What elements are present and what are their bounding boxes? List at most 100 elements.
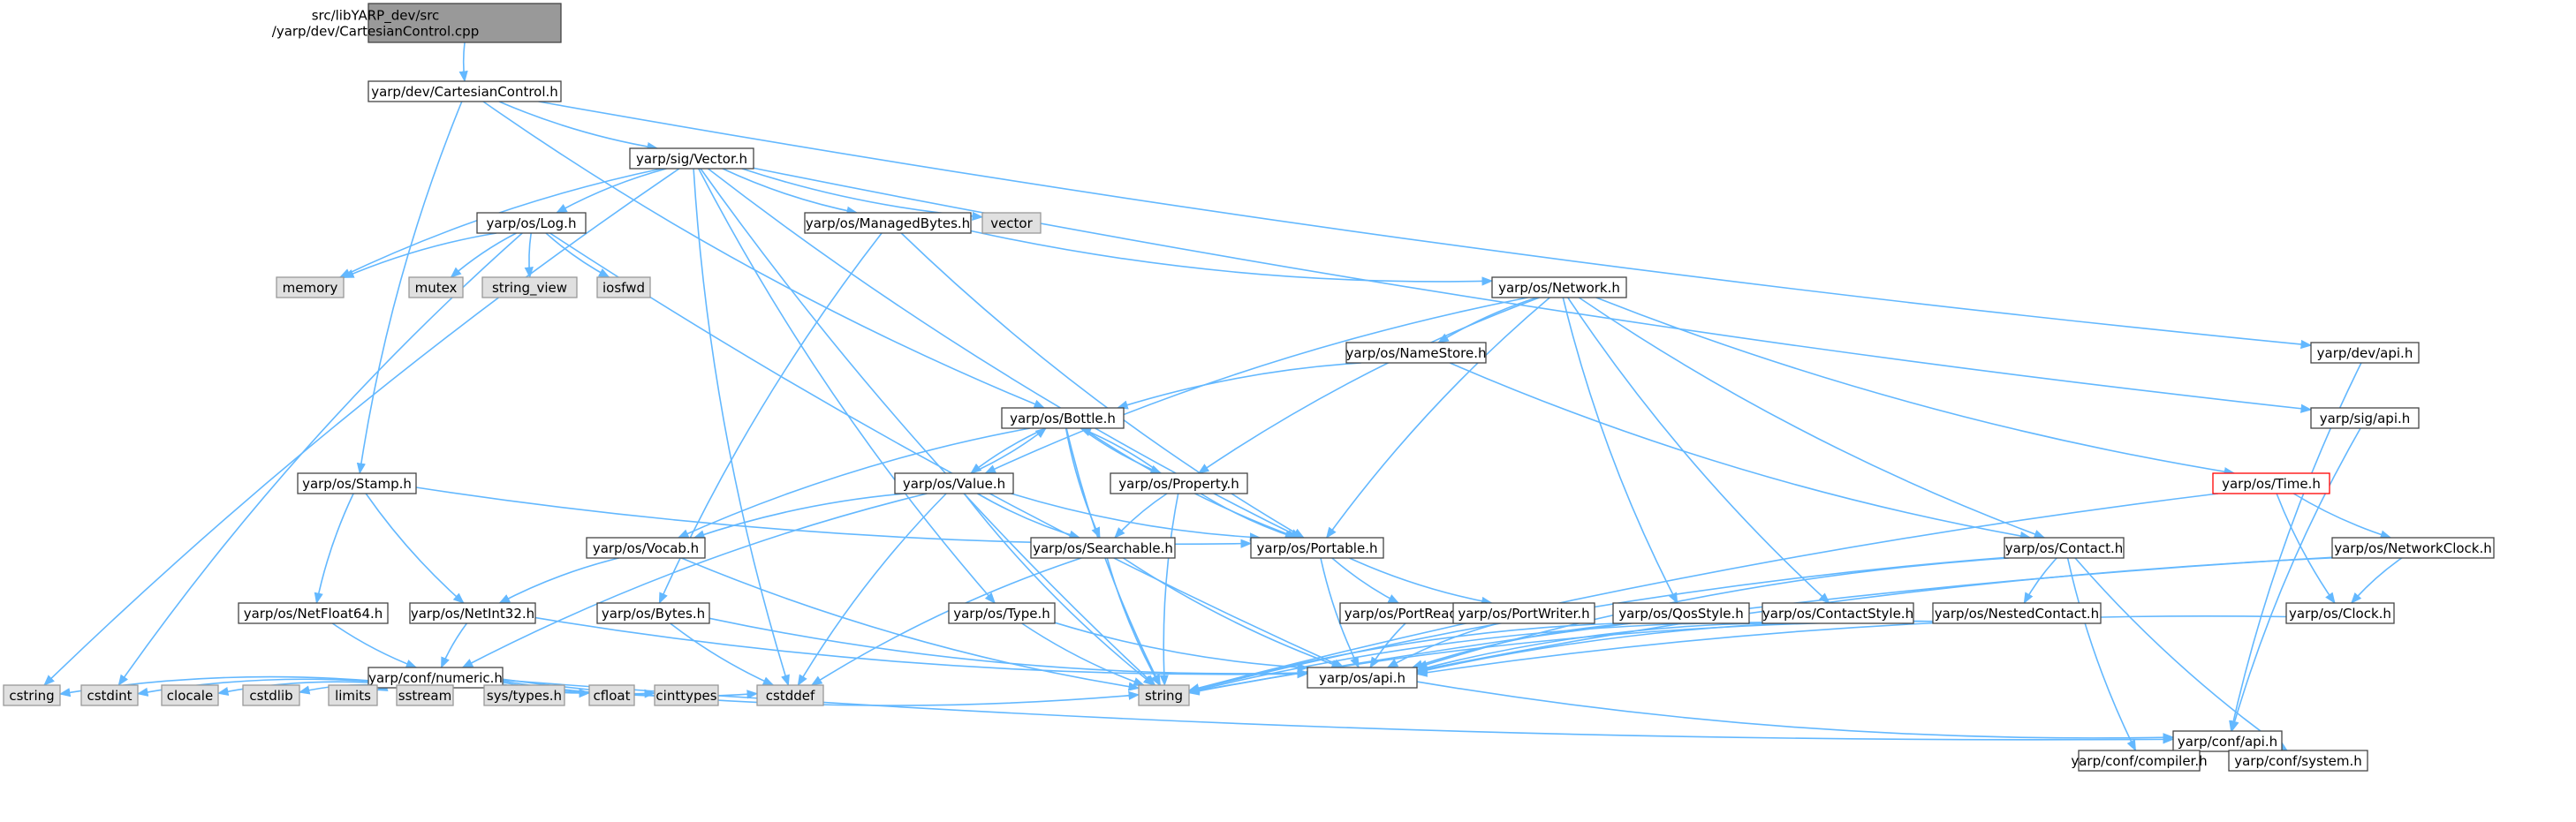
node-log_h[interactable]: yarp/os/Log.h <box>476 212 587 234</box>
node-label: yarp/dev/api.h <box>2317 345 2413 361</box>
node-cstddef[interactable]: cstddef <box>756 684 824 706</box>
node-box <box>1762 602 1914 624</box>
node-searchable[interactable]: yarp/os/Searchable.h <box>1030 537 1176 559</box>
node-box <box>2212 472 2330 494</box>
node-box <box>408 276 464 298</box>
edge-network-to-qosstyle <box>1562 297 1678 605</box>
node-networkclock[interactable]: yarp/os/NetworkClock.h <box>2331 537 2495 559</box>
node-label: yarp/os/PortReader.h <box>1345 606 1483 622</box>
node-label: yarp/os/Portable.h <box>1257 540 1378 556</box>
edge-networkclock-to-string <box>1187 556 2333 696</box>
node-box <box>1001 407 1125 429</box>
edge-log_h-to-memory <box>342 232 497 279</box>
node-box <box>1491 276 1627 298</box>
node-qosstyle[interactable]: yarp/os/QosStyle.h <box>1612 602 1750 624</box>
node-vector_h[interactable]: yarp/sig/Vector.h <box>629 147 754 170</box>
node-box <box>367 3 562 43</box>
node-stamp[interactable]: yarp/os/Stamp.h <box>297 472 417 494</box>
edge-property-to-searchable <box>1114 493 1168 539</box>
node-label: yarp/os/api.h <box>1319 670 1405 686</box>
node-box <box>2310 407 2420 429</box>
node-cfloat[interactable]: cfloat <box>588 684 635 706</box>
node-property[interactable]: yarp/os/Property.h <box>1110 472 1248 494</box>
node-sstream[interactable]: sstream <box>396 684 454 706</box>
node-conf_api[interactable]: yarp/conf/api.h <box>2172 730 2283 752</box>
node-bottle[interactable]: yarp/os/Bottle.h <box>1001 407 1125 429</box>
node-cstring[interactable]: cstring <box>3 684 61 706</box>
node-namestore[interactable]: yarp/os/NameStore.h <box>1345 342 1487 364</box>
node-contact[interactable]: yarp/os/Contact.h <box>2004 537 2125 559</box>
node-type[interactable]: yarp/os/Type.h <box>948 602 1056 624</box>
edges-layer <box>43 41 2403 758</box>
node-cstdint[interactable]: cstdint <box>80 684 139 706</box>
node-box <box>409 602 536 624</box>
edge-vector_h-to-cstddef <box>693 168 790 687</box>
node-time[interactable]: yarp/os/Time.h <box>2212 472 2330 494</box>
node-system[interactable]: yarp/conf/system.h <box>2228 750 2368 772</box>
node-vocab[interactable]: yarp/os/Vocab.h <box>586 537 706 559</box>
node-numeric[interactable]: yarp/conf/numeric.h <box>367 667 504 689</box>
node-box <box>328 684 378 706</box>
node-dev_api[interactable]: yarp/dev/api.h <box>2310 342 2420 364</box>
node-box <box>2285 602 2395 624</box>
node-netint32[interactable]: yarp/os/NetInt32.h <box>409 602 536 624</box>
node-systypes[interactable]: sys/types.h <box>483 684 565 706</box>
node-box <box>948 602 1056 624</box>
edge-bottle-to-searchable <box>1064 427 1101 539</box>
node-cstdlib[interactable]: cstdlib <box>242 684 300 706</box>
node-box <box>981 212 1042 234</box>
edge-netfloat64-to-numeric <box>331 622 418 668</box>
node-string_view[interactable]: string_view <box>481 276 578 298</box>
node-label: yarp/os/QosStyle.h <box>1618 606 1744 622</box>
node-box <box>2228 750 2368 772</box>
edge-sig_api-to-conf_api <box>2230 427 2361 733</box>
node-managedbytes[interactable]: yarp/os/ManagedBytes.h <box>804 212 972 234</box>
node-portwriter[interactable]: yarp/os/PortWriter.h <box>1452 602 1595 624</box>
node-label: yarp/conf/api.h <box>2178 734 2277 750</box>
node-cinttypes[interactable]: cinttypes <box>654 684 719 706</box>
edge-network-to-property <box>1197 297 1540 474</box>
node-limits[interactable]: limits <box>328 684 378 706</box>
node-label: src/libYARP_dev/src <box>312 8 440 25</box>
node-iosfwd[interactable]: iosfwd <box>596 276 651 298</box>
node-os_api[interactable]: yarp/os/api.h <box>1307 667 1418 689</box>
node-label: yarp/os/Property.h <box>1118 476 1239 492</box>
node-memory[interactable]: memory <box>276 276 345 298</box>
node-clocale[interactable]: clocale <box>161 684 219 706</box>
node-netfloat64[interactable]: yarp/os/NetFloat64.h <box>238 602 389 624</box>
node-box <box>2172 730 2283 752</box>
node-box <box>3 684 61 706</box>
node-sig_api[interactable]: yarp/sig/api.h <box>2310 407 2420 429</box>
edge-vector_h-to-type <box>698 168 996 604</box>
node-box <box>238 602 389 624</box>
node-label: cstddef <box>766 688 815 704</box>
node-network[interactable]: yarp/os/Network.h <box>1491 276 1627 298</box>
node-cartesian[interactable]: yarp/dev/CartesianControl.h <box>367 80 562 102</box>
node-label: sstream <box>398 688 451 704</box>
node-portable[interactable]: yarp/os/Portable.h <box>1250 537 1384 559</box>
edge-contactstyle-to-string <box>1187 622 1763 695</box>
node-vector[interactable]: vector <box>981 212 1042 234</box>
node-label: yarp/os/Vocab.h <box>593 540 699 556</box>
edge-property-to-portable <box>1200 493 1297 539</box>
node-string[interactable]: string <box>1138 684 1190 706</box>
node-box <box>297 472 417 494</box>
edge-value-to-numeric <box>461 493 928 668</box>
node-mutex[interactable]: mutex <box>408 276 464 298</box>
edge-cartesian-to-dev_api <box>538 101 2313 350</box>
node-nestedcontact[interactable]: yarp/os/NestedContact.h <box>1932 602 2102 624</box>
node-label: cstdlib <box>249 688 292 704</box>
node-value[interactable]: yarp/os/Value.h <box>894 472 1014 494</box>
edge-portreader-to-os_api <box>1369 622 1406 669</box>
node-contactstyle[interactable]: yarp/os/ContactStyle.h <box>1762 602 1914 624</box>
edge-netint32-to-os_api <box>534 616 1309 679</box>
edge-type-to-os_api <box>1054 622 1309 672</box>
node-bytes[interactable]: yarp/os/Bytes.h <box>596 602 710 624</box>
node-clock[interactable]: yarp/os/Clock.h <box>2285 602 2395 624</box>
node-root[interactable]: src/libYARP_dev/src/yarp/dev/CartesianCo… <box>272 3 562 43</box>
node-compiler[interactable]: yarp/conf/compiler.h <box>2071 750 2208 772</box>
node-label: vector <box>990 215 1033 231</box>
edge-property-to-bottle <box>1080 427 1162 474</box>
node-label: limits <box>335 688 371 704</box>
